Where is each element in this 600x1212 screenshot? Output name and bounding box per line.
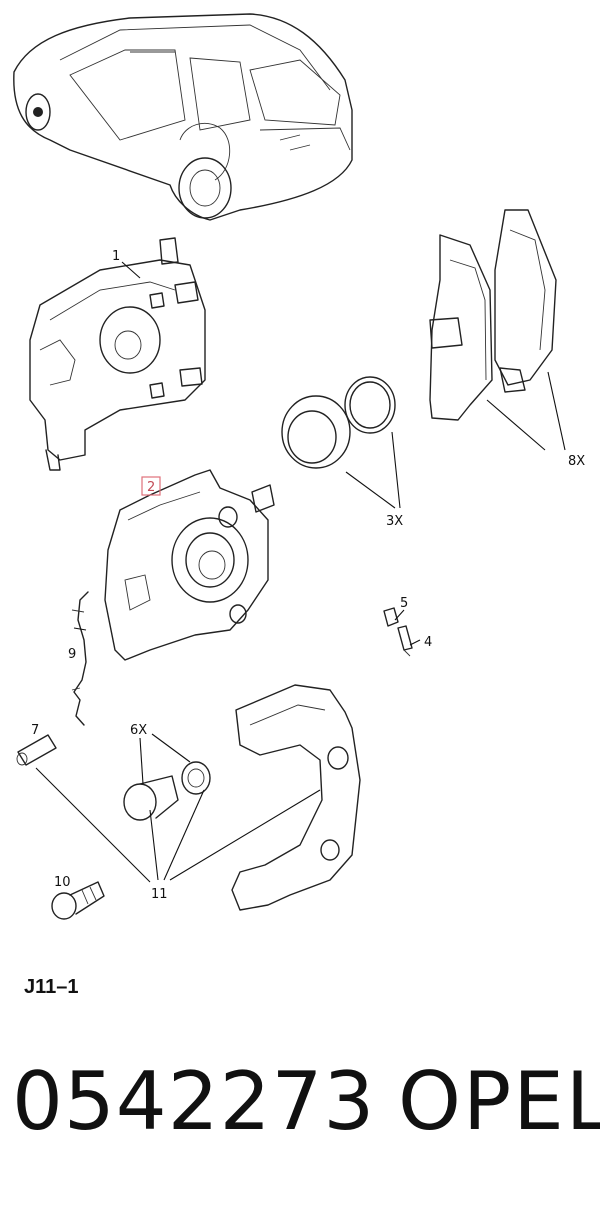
- callout-4: 4: [424, 635, 432, 650]
- callout-10: 10: [54, 875, 71, 890]
- callout-3: 3X: [386, 514, 403, 529]
- callout-2-highlight: [141, 476, 161, 496]
- callout-8: 8X: [568, 454, 585, 469]
- callout-9: 9: [68, 647, 76, 662]
- callout-6: 6X: [130, 723, 147, 738]
- leader-lines: [35, 261, 566, 883]
- anti-rattle-spring: [71, 591, 89, 726]
- exploded-parts-diagram: 1 2 3X 4 5 6X 7 8X 9 10 11: [13, 13, 585, 920]
- callout-2: 2: [147, 480, 155, 495]
- caliper-bolt: [51, 881, 105, 920]
- vehicle-illustration: [13, 13, 353, 221]
- brake-pads: [429, 209, 557, 421]
- bleeder-screw-and-cap: [383, 607, 413, 657]
- callout-11: 11: [151, 887, 168, 902]
- brake-caliper-assembly: [29, 237, 206, 471]
- guide-pin: [16, 734, 57, 766]
- part-number: 0542273: [12, 1055, 376, 1148]
- brand-name: OPEL: [398, 1055, 600, 1148]
- caliper-carrier-bracket: [231, 684, 361, 911]
- callout-7: 7: [31, 723, 39, 738]
- diagram-code: J11–1: [24, 976, 79, 998]
- callout-5: 5: [400, 596, 408, 611]
- guide-bushings: [123, 761, 211, 821]
- piston-seal-kit: [281, 376, 396, 469]
- callout-1: 1: [112, 249, 120, 264]
- caliper-housing: [104, 469, 275, 661]
- callout-labels: 1 2 3X 4 5 6X 7 8X 9 10 11: [31, 249, 585, 902]
